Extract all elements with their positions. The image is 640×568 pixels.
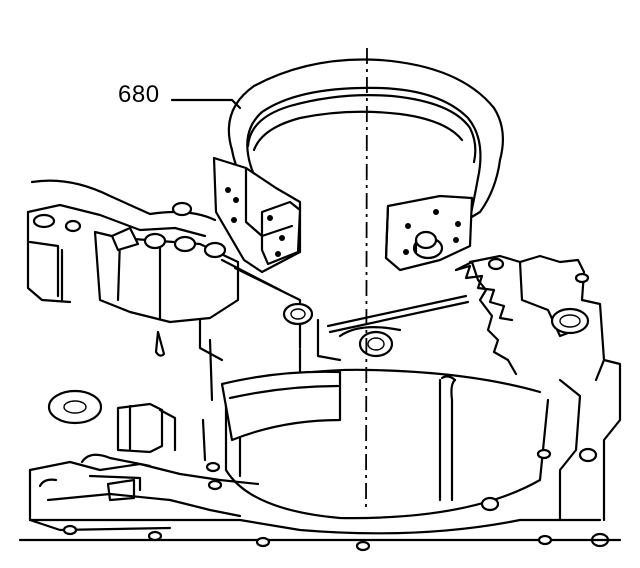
transmission-case — [26, 179, 622, 548]
brake-band — [212, 58, 514, 322]
centerline — [365, 47, 368, 511]
callout-leader-line — [170, 98, 242, 110]
drum-cavity — [220, 318, 550, 520]
callout-label-680: 680 — [118, 81, 160, 108]
washer — [47, 389, 103, 425]
lower-left-parts — [18, 330, 622, 552]
